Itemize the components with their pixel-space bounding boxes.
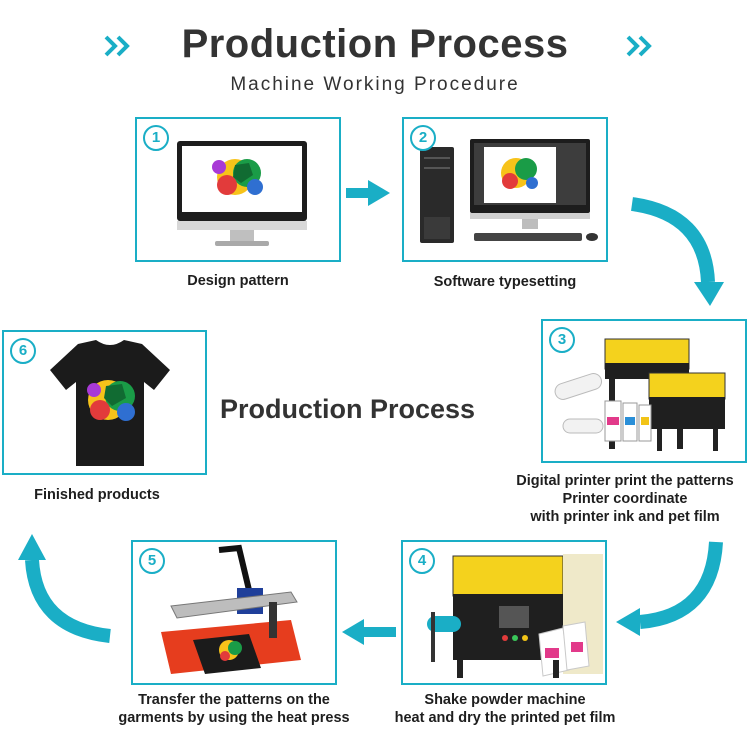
desktop-computer-icon bbox=[420, 139, 598, 243]
chevron-right-icon bbox=[626, 35, 652, 57]
step-4-card: 4 bbox=[401, 540, 607, 685]
step-2-caption: Software typesetting bbox=[433, 274, 577, 290]
step-2-card: 2 bbox=[402, 117, 608, 262]
step-number: 4 bbox=[409, 548, 435, 574]
arrow-curve-up-icon bbox=[18, 534, 111, 643]
step-number: 3 bbox=[549, 327, 575, 353]
tshirt-icon bbox=[50, 340, 170, 466]
step-4-caption: Shake powder machine heat and dry the pr… bbox=[380, 691, 630, 727]
caption-line: Printer coordinate bbox=[562, 491, 688, 507]
step-3-card: 3 bbox=[541, 319, 747, 463]
center-title: Production Process bbox=[220, 394, 476, 424]
dtf-printer-icon bbox=[554, 338, 726, 451]
heat-press-icon bbox=[161, 544, 301, 674]
page-subtitle: Machine Working Procedure bbox=[230, 74, 520, 95]
step-1-card: 1 bbox=[135, 117, 341, 262]
caption-line: heat and dry the printed pet film bbox=[394, 710, 616, 726]
step-number: 2 bbox=[410, 125, 436, 151]
page-title: Production Process bbox=[181, 22, 569, 66]
step-number: 1 bbox=[143, 125, 169, 151]
caption-line: Digital printer print the patterns bbox=[516, 473, 734, 489]
arrow-curve-left-icon bbox=[616, 541, 723, 636]
step-3-caption: Digital printer print the patterns Print… bbox=[500, 472, 750, 526]
caption-line: Transfer the patterns on the bbox=[138, 692, 330, 708]
caption-line: garments by using the heat press bbox=[118, 710, 350, 726]
arrow-right-icon bbox=[346, 180, 390, 206]
step-6-caption: Finished products bbox=[34, 487, 160, 503]
arrow-curve-down-icon bbox=[630, 197, 724, 306]
caption-line: Shake powder machine bbox=[424, 692, 586, 708]
chevron-right-icon bbox=[104, 35, 130, 57]
step-5-caption: Transfer the patterns on the garments by… bbox=[94, 691, 374, 727]
step-6-card: 6 bbox=[2, 330, 207, 475]
step-number: 6 bbox=[10, 338, 36, 364]
powder-shaker-icon bbox=[427, 554, 603, 678]
monitor-icon bbox=[177, 141, 307, 246]
step-1-caption: Design pattern bbox=[187, 273, 289, 289]
caption-line: with printer ink and pet film bbox=[530, 509, 720, 525]
step-number: 5 bbox=[139, 548, 165, 574]
arrow-left-icon bbox=[342, 619, 396, 645]
step-5-card: 5 bbox=[131, 540, 337, 685]
